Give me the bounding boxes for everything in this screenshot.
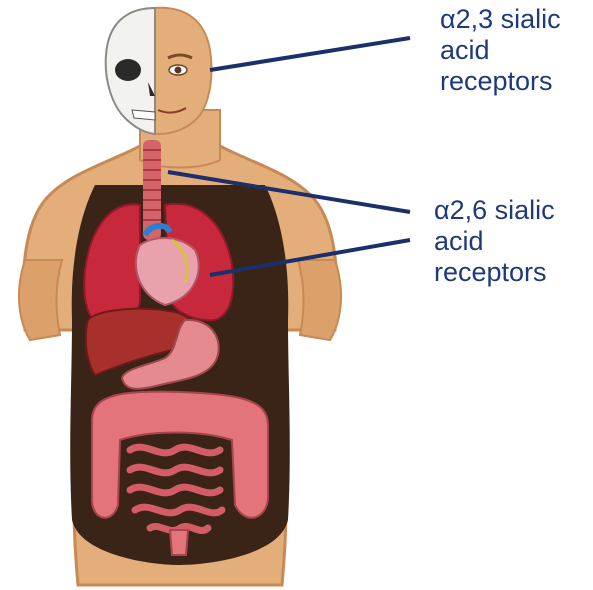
skull-teeth xyxy=(132,110,155,120)
face-iris xyxy=(175,67,182,74)
right-arm xyxy=(298,260,341,340)
leader-line-upper xyxy=(210,38,410,70)
skull-eye-socket xyxy=(115,59,141,81)
left-arm xyxy=(19,260,62,340)
label-alpha-2-3-receptors: α2,3 sialic acid receptors xyxy=(440,4,590,97)
rectum xyxy=(170,530,188,555)
head xyxy=(106,8,212,134)
label-alpha-2-6-receptors: α2,6 sialic acid receptors xyxy=(434,195,590,288)
